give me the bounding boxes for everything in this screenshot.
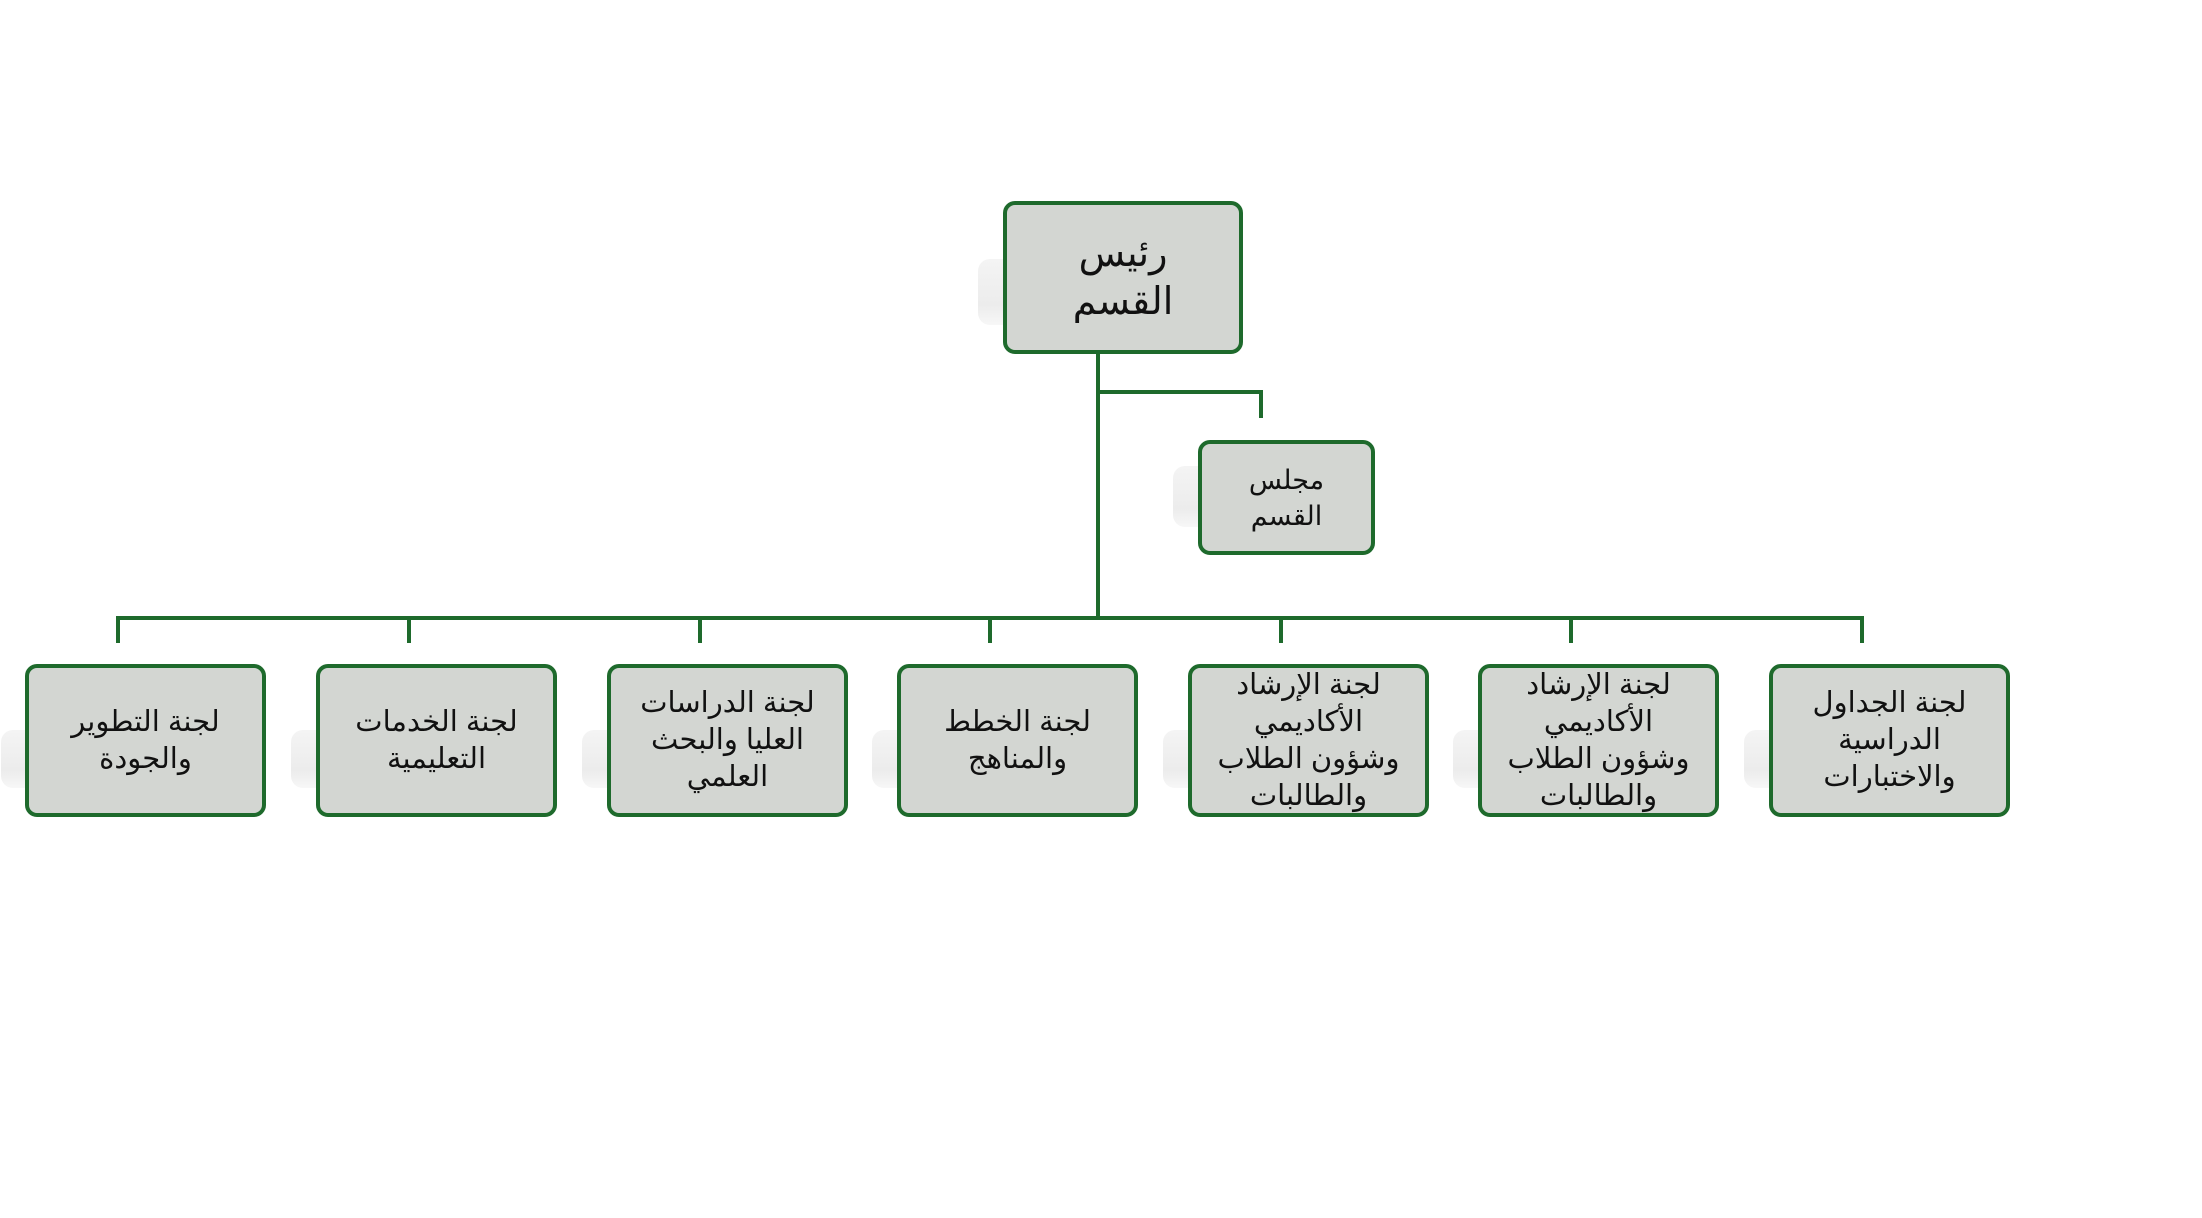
committee-label: لجنة الدراسات العليا والبحث العلمي xyxy=(640,687,815,793)
department-council-label: مجلس القسم xyxy=(1248,464,1325,531)
committee-box: لجنة الخطط والمناهج xyxy=(897,664,1138,817)
committee-box: لجنة التطوير والجودة xyxy=(25,664,266,817)
committee-label: لجنة الإرشاد الأكاديمي وشؤون الطلاب والط… xyxy=(1217,668,1400,812)
committee-box: لجنة الخدمات التعليمية xyxy=(316,664,557,817)
committee-label: لجنة الخطط والمناهج xyxy=(944,705,1091,775)
department-council-box: مجلس القسم xyxy=(1198,440,1375,555)
committee-label: لجنة الخدمات التعليمية xyxy=(355,705,518,775)
department-head-box: رئيس القسم xyxy=(1003,201,1243,354)
committee-box: لجنة الإرشاد الأكاديمي وشؤون الطلاب والط… xyxy=(1478,664,1719,817)
committee-label: لجنة الإرشاد الأكاديمي وشؤون الطلاب والط… xyxy=(1507,668,1690,812)
committee-box: لجنة الدراسات العليا والبحث العلمي xyxy=(607,664,848,817)
committee-box: لجنة الجداول الدراسية والاختبارات xyxy=(1769,664,2010,817)
committee-label: لجنة التطوير والجودة xyxy=(71,705,220,775)
committee-label: لجنة الجداول الدراسية والاختبارات xyxy=(1812,687,1967,793)
department-head-label: رئيس القسم xyxy=(1072,232,1174,323)
committee-box: لجنة الإرشاد الأكاديمي وشؤون الطلاب والط… xyxy=(1188,664,1429,817)
